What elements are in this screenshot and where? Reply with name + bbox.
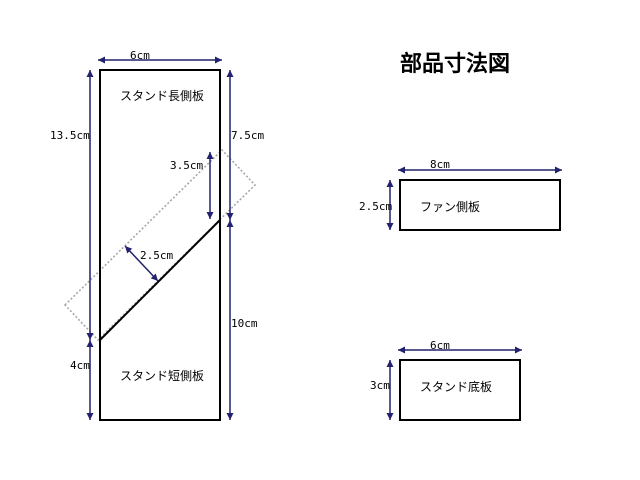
stand-bottom-panel-outline [399, 359, 521, 421]
fan-side-panel-group: ファン側板 8cm 2.5cm [359, 158, 562, 231]
dimension-label-bottom-width: 6cm [430, 339, 450, 352]
dimension-label-bottom-height: 3cm [370, 379, 390, 392]
dimension-label-right-lower: 10cm [231, 317, 258, 330]
dimension-label-right-upper: 7.5cm [231, 129, 264, 142]
stand-side-panel-outline [99, 69, 221, 421]
dimension-label-diagonal: 2.5cm [140, 249, 173, 262]
stand-short-side-label: スタンド短側板 [120, 369, 204, 383]
diagram-title: 部品寸法図 [400, 51, 510, 77]
stand-side-panel-group: スタンド長側板 スタンド短側板 6cm 13.5cm 4cm 7.5cm 10c… [50, 49, 264, 421]
dimension-label-stand-width: 6cm [130, 49, 150, 62]
dimension-label-left-lower: 4cm [70, 359, 90, 372]
stand-bottom-panel-label: スタンド底板 [420, 379, 492, 394]
dimension-label-fan-width: 8cm [430, 158, 450, 171]
stand-long-side-label: スタンド長側板 [120, 89, 204, 103]
dimension-label-left-upper: 13.5cm [50, 129, 90, 142]
dimension-label-fan-height: 2.5cm [359, 200, 392, 213]
fan-side-panel-label: ファン側板 [420, 200, 480, 214]
dimension-line-diagonal [124, 245, 159, 282]
fan-side-panel-outline [399, 179, 561, 231]
dimension-label-inner-vertical: 3.5cm [170, 159, 203, 172]
stand-bottom-panel-group: スタンド底板 6cm 3cm [370, 339, 522, 421]
diagonal-cut-line [99, 219, 221, 341]
cut-guide-dotted-outline [63, 148, 257, 342]
